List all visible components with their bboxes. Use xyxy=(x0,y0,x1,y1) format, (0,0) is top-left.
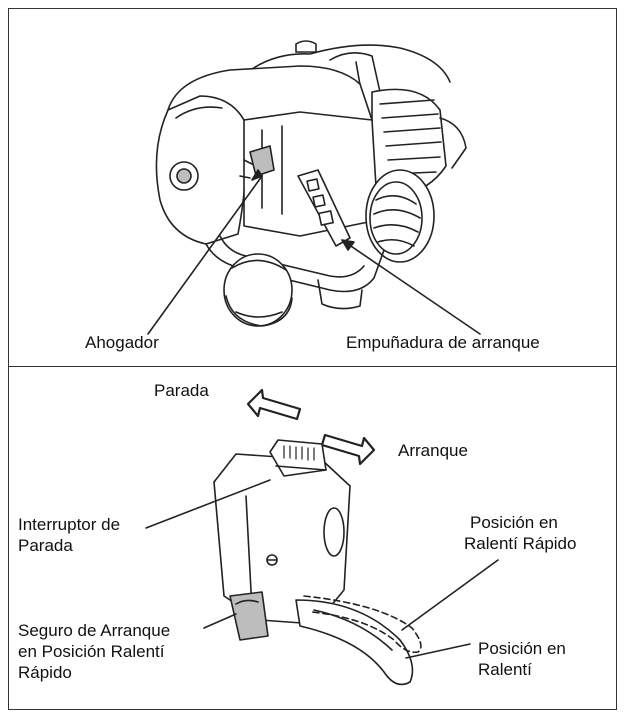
stop-label: Parada xyxy=(154,381,209,400)
fast-idle-leader-line xyxy=(401,559,499,631)
lock-leader-line xyxy=(203,613,237,629)
choke-label: Ahogador xyxy=(85,333,159,352)
stop-switch-label-line2: Parada xyxy=(18,536,73,555)
fast-idle-label-line2: Ralentí Rápido xyxy=(464,534,577,553)
engine-drawing xyxy=(155,40,467,327)
start-lock-label-line3: Rápido xyxy=(18,663,72,682)
fast-idle-label-line1: Posición en xyxy=(470,513,558,532)
starter-grip-label: Empuñadura de arranque xyxy=(346,333,540,352)
starter-grip-leader-arrow xyxy=(341,239,355,251)
stop-switch-label-line1: Interruptor de xyxy=(18,515,121,534)
throttle-drawing xyxy=(213,439,422,686)
choke-leader-line xyxy=(147,175,263,335)
idle-label-line2: Ralentí xyxy=(478,660,532,679)
stop-switch-label: Interruptor de Parada xyxy=(18,514,120,556)
choke-leader-arrow xyxy=(251,169,263,181)
panel-divider xyxy=(8,366,617,367)
figure-frame xyxy=(8,8,617,710)
start-lock-label-line1: Seguro de Arranque xyxy=(18,621,171,640)
start-lock-label-line2: en Posición Ralentí xyxy=(18,642,165,661)
idle-leader-line xyxy=(405,643,471,659)
stop-arrow-icon xyxy=(246,388,302,421)
stop-switch-leader-line xyxy=(145,479,271,529)
idle-label: Posición en Ralentí xyxy=(478,638,566,680)
start-arrow-icon xyxy=(320,433,376,466)
starter-grip-leader-line xyxy=(341,239,481,335)
start-lock-label: Seguro de Arranque en Posición Ralentí R… xyxy=(18,620,170,683)
fast-idle-label: Posición en Ralentí Rápido xyxy=(464,512,576,554)
idle-label-line1: Posición en xyxy=(478,639,566,658)
start-label: Arranque xyxy=(398,441,468,460)
